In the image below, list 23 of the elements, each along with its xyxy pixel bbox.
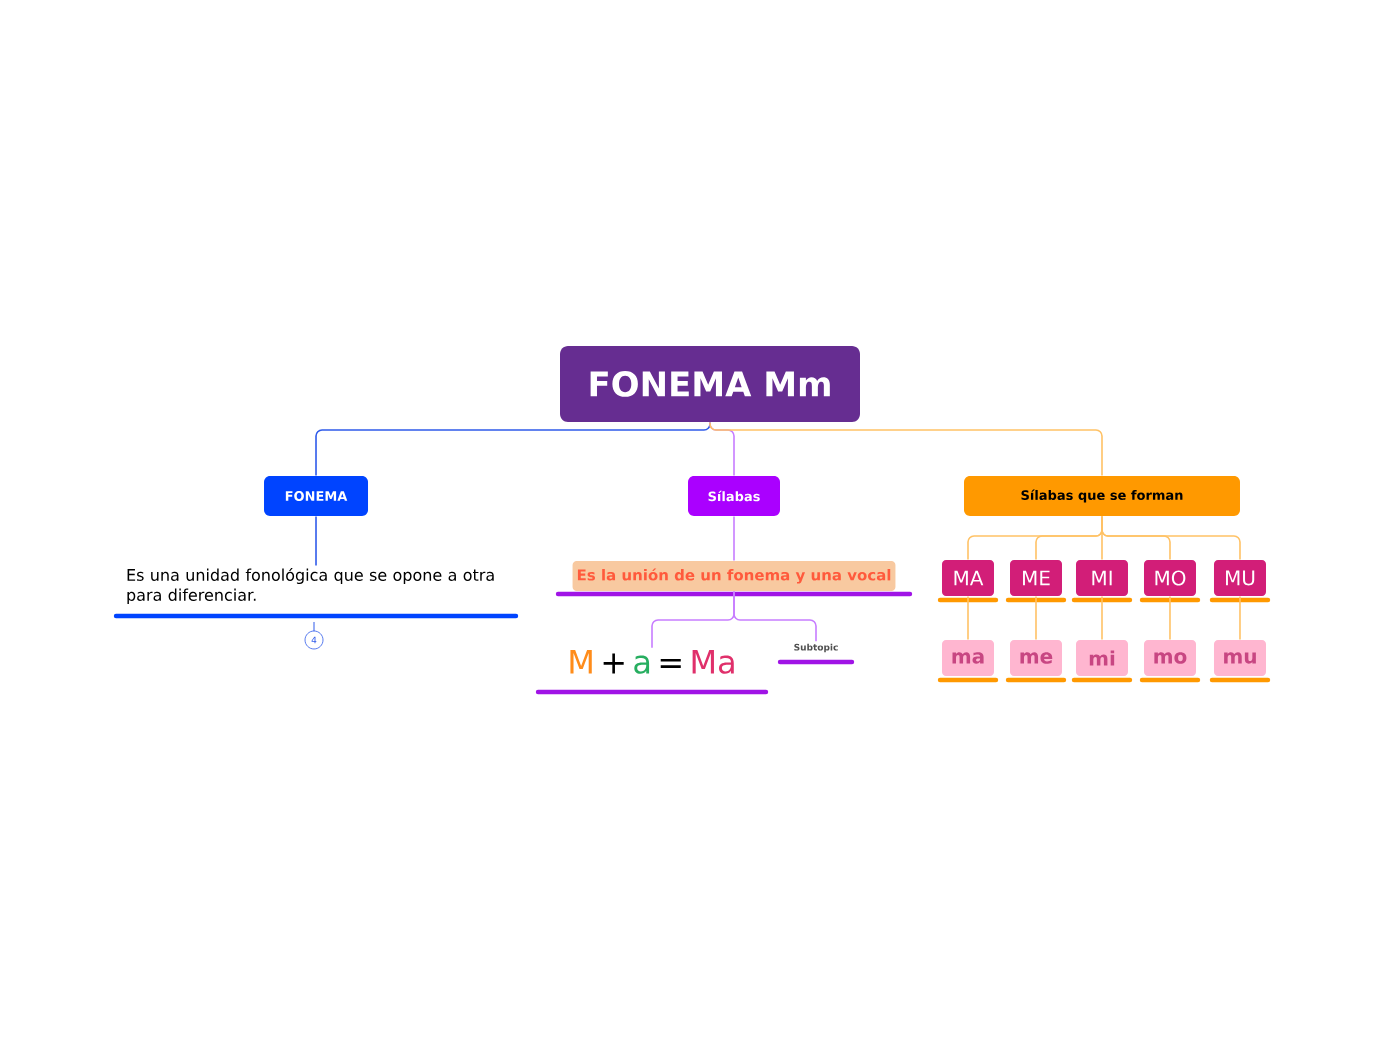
connector-line bbox=[709, 421, 1103, 477]
syllable-box: mo bbox=[1139, 640, 1201, 683]
connector-line bbox=[733, 515, 735, 562]
syllable-box: ME bbox=[1005, 560, 1067, 603]
connector-line bbox=[315, 421, 711, 477]
syllable-box: mi bbox=[1071, 640, 1133, 683]
syllable-box: ma bbox=[937, 640, 999, 683]
connector-line bbox=[1239, 595, 1241, 641]
central-topic-box: FONEMA Mm bbox=[560, 346, 860, 422]
subtopic-text: Es una unidad fonológica que se opone a otra para diferenciar. bbox=[113, 567, 519, 619]
connector-line bbox=[1101, 515, 1241, 561]
connector-line bbox=[1035, 595, 1037, 641]
connector-line bbox=[967, 595, 969, 641]
syllable-box: MA bbox=[937, 560, 999, 603]
connector-line bbox=[315, 515, 317, 567]
syllable-box: MU bbox=[1209, 560, 1271, 603]
connector-line bbox=[1169, 595, 1171, 641]
syllable-box: mu bbox=[1209, 640, 1271, 683]
syllable-box: MI bbox=[1071, 560, 1133, 603]
connector-line bbox=[1101, 595, 1103, 641]
formula-text: M + a = Ma bbox=[535, 650, 769, 695]
syllable-box: me bbox=[1005, 640, 1067, 683]
syllable-box: MO bbox=[1139, 560, 1201, 603]
